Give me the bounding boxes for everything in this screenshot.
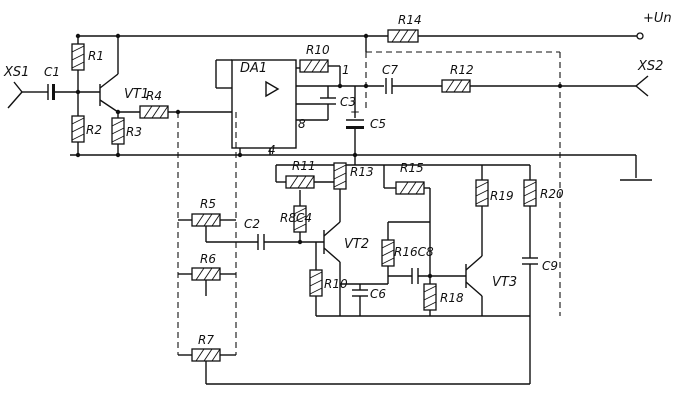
label-r6: R6 (200, 252, 216, 266)
resistor-r3 (111, 117, 125, 145)
label-r10-bottom: R10 (324, 277, 348, 291)
resistor-r6 (191, 267, 221, 281)
input-jack-xs1 (7, 81, 38, 109)
label-da1: DA1 (240, 61, 267, 76)
label-r20: R20 (540, 187, 564, 201)
capacitor-c9 (522, 257, 538, 265)
capacitor-c7 (385, 78, 393, 94)
resistor-r14-top (387, 29, 419, 43)
capacitor-c3 (320, 97, 336, 105)
label-vt2: VT2 (344, 237, 369, 252)
label-r5: R5 (200, 197, 216, 211)
label-r1: R1 (88, 49, 104, 63)
resistor-r13 (333, 162, 347, 190)
label-c5: C5 (370, 117, 386, 131)
label-xs2: XS2 (637, 59, 663, 74)
label-c6: C6 (370, 287, 386, 301)
resistor-r4 (139, 105, 169, 119)
label-supply-voltage: +Un (643, 11, 672, 26)
label-r18: R18 (440, 291, 464, 305)
label-r14-top: R14 (398, 13, 422, 27)
label-r4: R4 (146, 89, 162, 103)
resistor-r2 (71, 115, 85, 143)
supply-rail (75, 32, 644, 40)
capacitor-c2 (257, 234, 265, 250)
label-r16c8: R16C8 (394, 245, 434, 259)
resistor-r10-bottom (309, 269, 323, 297)
label-c3: C3 (340, 95, 356, 109)
label-vt1: VT1 (124, 87, 149, 102)
label-xs1: XS1 (3, 65, 29, 80)
resistor-r20 (523, 179, 537, 207)
label-r19: R19 (490, 189, 514, 203)
resistor-r18 (423, 283, 437, 311)
resistor-r16c8 (381, 239, 395, 267)
label-r12: R12 (450, 63, 474, 77)
label-r15: R15 (400, 161, 424, 175)
label-r8c4: R8C4 (280, 211, 312, 225)
label-r3: R3 (126, 125, 142, 139)
transistor-vt2 (323, 221, 341, 316)
svg-text:+: + (350, 105, 360, 119)
resistor-r15 (395, 181, 425, 195)
label-r10: R10 (306, 43, 330, 57)
capacitor-c5 (346, 119, 364, 129)
label-c9: C9 (542, 259, 558, 273)
resistor-r10 (299, 59, 329, 73)
label-pin4: 4 (268, 143, 276, 157)
label-pin1: 1 (342, 63, 350, 77)
resistor-r11 (285, 175, 315, 189)
resistor-r1 (71, 43, 85, 71)
label-r2: R2 (86, 123, 102, 137)
capacitor-c6 (352, 289, 368, 297)
capacitor-c8 (411, 268, 419, 284)
label-c1: C1 (44, 65, 60, 79)
label-vt3: VT3 (492, 275, 517, 290)
resistor-r5 (191, 213, 221, 227)
label-r11: R11 (292, 159, 316, 173)
label-pin8: 8 (298, 117, 306, 131)
label-c2: C2 (244, 217, 260, 231)
transistor-vt3 (465, 255, 483, 316)
label-r7: R7 (198, 333, 214, 347)
resistor-r19 (475, 179, 489, 207)
label-r13: R13 (350, 165, 374, 179)
resistor-r12 (441, 79, 471, 93)
resistor-r7 (191, 348, 221, 362)
capacitor-c1 (38, 84, 100, 100)
label-c7: C7 (382, 63, 398, 77)
output-jack-xs2 (635, 75, 649, 97)
transistor-vt1 (99, 36, 119, 118)
